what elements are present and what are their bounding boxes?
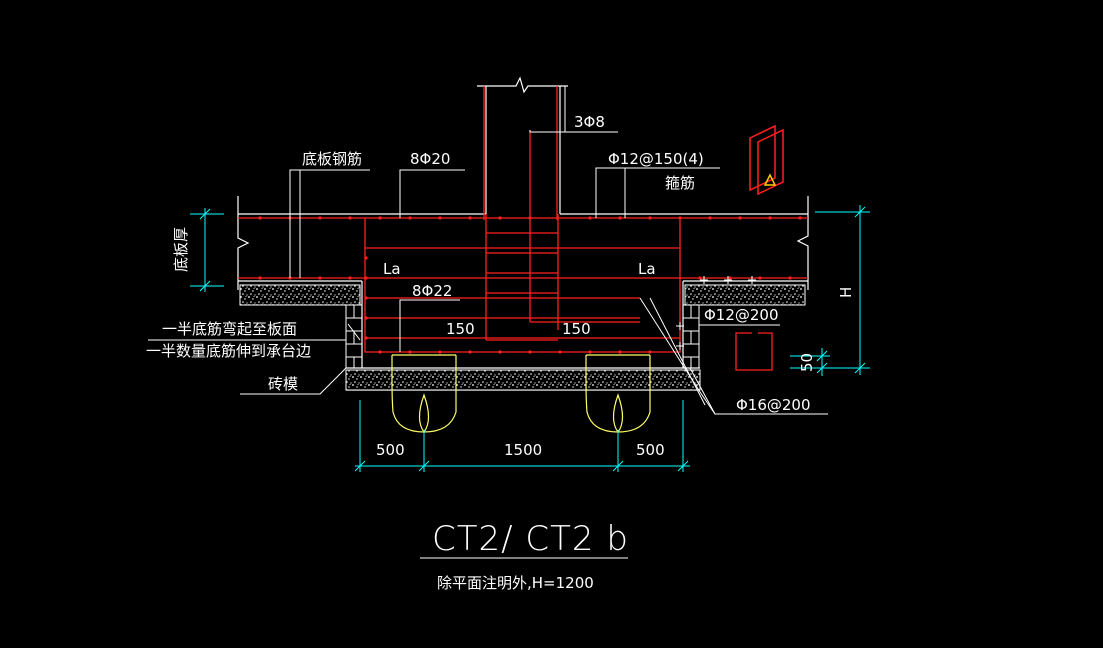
- section-marker-icon: [749, 124, 784, 196]
- label-anchor-left: La: [383, 260, 401, 278]
- label-note-half-extend: 一半数量底筋伸到承台边: [146, 342, 311, 360]
- leader-lines: [148, 86, 828, 415]
- label-dim-1500: 1500: [504, 441, 542, 459]
- rebar-dots: [258, 216, 802, 354]
- drawing-subtitle: 除平面注明外,H=1200: [437, 574, 594, 592]
- label-column-ties: 3Φ8: [574, 113, 605, 131]
- dimension-lines: [190, 205, 870, 472]
- gravel-cushion-left: [239, 284, 361, 306]
- label-side-bars: Φ12@200: [704, 306, 779, 324]
- side-bar-crosses: [676, 276, 756, 350]
- pile-right: [585, 354, 651, 433]
- label-bent-bars: Φ16@200: [736, 396, 811, 414]
- label-stirrup-word: 箍筋: [665, 174, 695, 192]
- label-dim-500-left: 500: [376, 441, 405, 459]
- label-bottom-slab-rebar: 底板钢筋: [302, 150, 362, 168]
- label-slab-thickness: 底板厚: [172, 227, 190, 272]
- pile-left: [391, 354, 457, 433]
- label-height: H: [837, 287, 855, 298]
- triangle-marker-icon: [763, 173, 777, 186]
- drawing-title: CT2/ CT2 b: [432, 519, 629, 559]
- label-top-bars: 8Φ20: [410, 150, 450, 168]
- brick-mold-left: [345, 304, 363, 369]
- label-dim-150-right: 150: [562, 320, 591, 338]
- gravel-cushion-right: [684, 284, 806, 306]
- rebar: [238, 86, 808, 371]
- label-note-half-bent: 一半底筋弯起至板面: [162, 320, 297, 338]
- label-brick-mold: 砖模: [268, 375, 298, 393]
- brick-mold-right: [682, 304, 700, 369]
- label-dim-150-left: 150: [446, 320, 475, 338]
- label-bottom-bars: 8Φ22: [412, 282, 452, 300]
- concrete-outline: [237, 76, 809, 391]
- gravel-cushion-bottom: [345, 369, 701, 391]
- label-dim-50: 50: [798, 353, 816, 372]
- label-anchor-right: La: [638, 260, 656, 278]
- label-dim-500-right: 500: [636, 441, 665, 459]
- label-stirrups: Φ12@150(4): [608, 150, 704, 168]
